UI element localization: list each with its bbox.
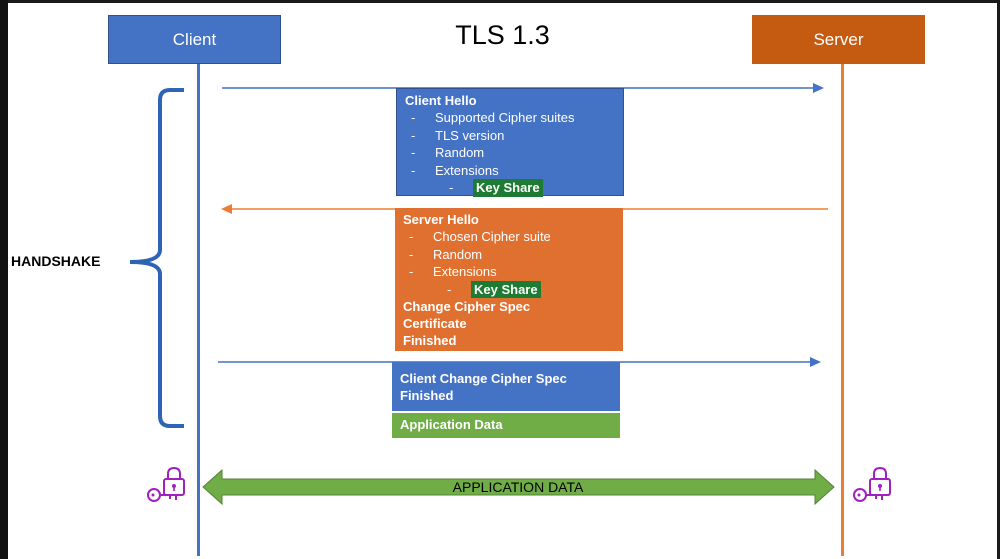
server-hello-box: Server Hello -Chosen Cipher suite -Rando… xyxy=(395,208,623,351)
diagram-title: TLS 1.3 xyxy=(455,20,550,50)
client-finish-arrowhead xyxy=(810,357,821,367)
client-hello-box: Client Hello -Supported Cipher suites -T… xyxy=(396,88,624,197)
handshake-bracket xyxy=(129,88,184,428)
list-item: -Random xyxy=(409,246,483,262)
key-share-badge: Key Share xyxy=(473,179,543,197)
application-data-label: APPLICATION DATA xyxy=(452,479,584,495)
change-cipher-spec-text: Change Cipher Spec xyxy=(403,299,531,314)
frame-top xyxy=(0,0,1000,3)
client-hello-title: Client Hello xyxy=(405,93,477,108)
client-finish-box: Client Change Cipher Spec Finished xyxy=(392,362,620,411)
key-share-item: -Key Share xyxy=(405,179,615,197)
client-finished-text: Finished xyxy=(400,388,454,403)
list-item: -Extensions xyxy=(411,162,499,178)
handshake-label: HANDSHAKE xyxy=(11,253,101,269)
frame-left xyxy=(0,0,8,559)
frame-right xyxy=(997,0,1000,559)
certificate-text: Certificate xyxy=(403,316,467,331)
client-actor: Client xyxy=(108,15,281,64)
list-item: -Supported Cipher suites xyxy=(411,110,575,125)
lock-key-icon xyxy=(147,466,185,502)
application-data-arrow xyxy=(202,468,835,506)
list-item: -Chosen Cipher suite xyxy=(409,229,551,244)
key-share-badge: Key Share xyxy=(471,280,541,298)
server-lifeline xyxy=(841,64,844,556)
list-item: -Random xyxy=(411,145,485,160)
client-hello-arrowhead xyxy=(813,83,824,93)
list-item: -Extensions xyxy=(409,264,497,279)
finished-text: Finished xyxy=(403,333,457,348)
server-actor: Server xyxy=(752,15,925,64)
server-hello-title: Server Hello xyxy=(403,212,479,227)
client-lifeline xyxy=(197,64,200,556)
lock-key-icon xyxy=(853,466,891,502)
client-change-cipher-spec-text: Client Change Cipher Spec xyxy=(400,371,567,386)
list-item: -TLS version xyxy=(411,127,505,143)
server-hello-arrowhead xyxy=(221,204,232,214)
application-data-box: Application Data xyxy=(392,413,620,438)
key-share-item: -Key Share xyxy=(403,280,615,298)
